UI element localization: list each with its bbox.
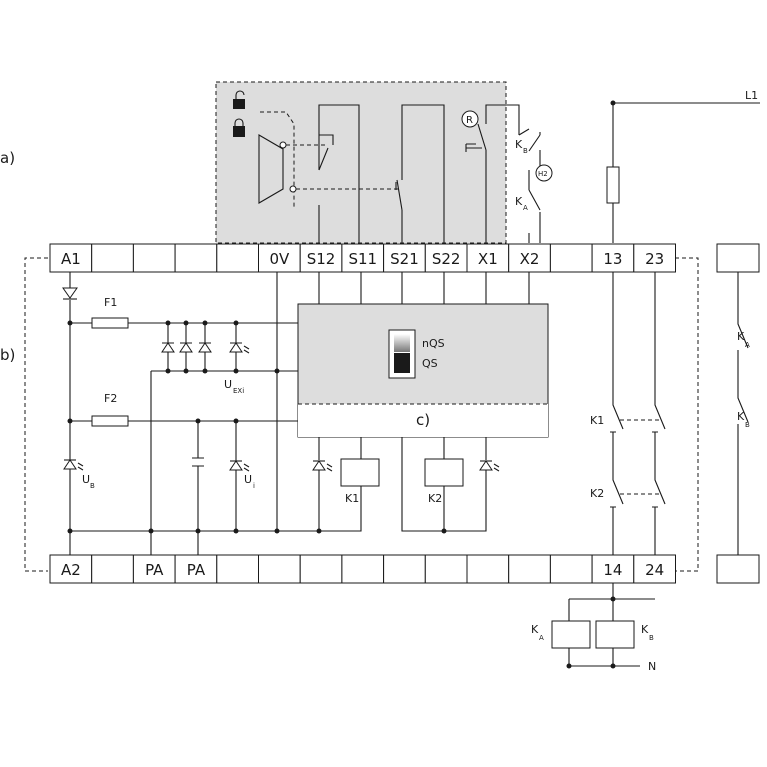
top-terminal-label: 23 [645,250,664,268]
relay-k1-label: K1 [345,492,359,505]
top-terminal-label: X2 [520,250,540,268]
top-terminal-6 [299,243,343,273]
top-terminal-10 [466,243,510,273]
top-terminal-strip: A1 0V S12 S11 S21 S22 X1 X2 13 23 [49,243,676,273]
relay-k2-label: K2 [428,492,442,505]
label-a: a) [0,149,15,167]
ka-label: K [515,195,523,208]
top-terminal-label: X1 [478,250,498,268]
bottom-terminal-10 [466,554,510,584]
bottom-terminal-label: 24 [645,561,664,579]
ui-sub: i [253,482,255,490]
top-terminal-5 [258,243,301,273]
top-terminal-14 [633,243,676,273]
bottom-terminal-14 [633,554,676,584]
svg-text:B: B [745,421,750,429]
top-terminal-9 [424,243,468,273]
bottom-terminal-label: PA [187,561,206,579]
contactor-kb [595,620,635,649]
top-terminal-8 [383,243,426,273]
kb-label: K [515,138,523,151]
bottom-terminal-11 [508,554,551,584]
external-module-bottom [716,554,760,584]
svg-text:K: K [641,623,649,636]
top-terminal-label: S22 [432,250,461,268]
qs-label: QS [422,357,438,370]
bottom-terminal-strip: A2 PA PA 14 24 [49,554,676,584]
top-terminal-1 [91,243,134,273]
external-module-top [716,243,760,273]
bottom-terminal-label: A2 [61,561,81,579]
svg-text:A: A [745,341,750,349]
bottom-terminal-4 [216,554,260,584]
bottom-terminal-label: PA [145,561,164,579]
fuse-f2-label: F2 [104,392,117,405]
svg-text:B: B [649,634,654,642]
door-actuator [258,111,398,208]
ub-label: U [82,473,90,486]
nqs-label: nQS [422,337,445,350]
bottom-terminal-0 [49,554,93,584]
bottom-terminal-1 [91,554,134,584]
contact-k2-label: K2 [590,487,604,500]
top-terminal-4 [216,243,260,273]
relay-k2 [424,458,464,487]
fuse-f1-label: F1 [104,296,117,309]
unlock-icon [233,90,245,109]
top-terminal-7 [341,243,385,273]
ka-sub: A [523,204,528,212]
svg-text:K: K [737,410,745,423]
output-fuse [606,166,620,204]
uexi-label: U [224,378,232,391]
top-terminal-2 [132,243,176,273]
lock-icon [233,118,245,137]
bottom-terminal-6 [299,554,343,584]
reset-label: R [466,115,473,126]
ub-sub: B [90,482,95,490]
bottom-terminal-2 [132,554,176,584]
channel-1-switch [318,104,360,243]
uexi-sub: EXi [233,387,244,395]
top-terminal-12 [549,243,593,273]
svg-text:A: A [539,634,544,642]
svg-text:K: K [737,330,745,343]
top-terminal-label: 0V [269,250,290,268]
power-section: F1 U EXi F2 U i U B [62,272,322,555]
reset-button: R [461,104,520,243]
bottom-terminal-8 [383,554,426,584]
relay-section: K1 K2 [312,437,500,534]
top-terminal-label: A1 [61,250,81,268]
output-contacts: L1 K1 K2 N K A K B [531,89,760,673]
supply-n-label: N [648,660,656,673]
top-terminal-label: 13 [603,250,622,268]
supply-l1-label: L1 [745,89,758,102]
top-terminal-label: S12 [307,250,336,268]
h2-label: H2 [538,170,548,178]
svg-text:K: K [531,623,539,636]
channel-2-switch [395,104,445,243]
bottom-terminal-7 [341,554,385,584]
external-relay-contacts: K A K B [737,272,750,555]
bottom-terminal-5 [258,554,301,584]
relay-k1 [340,458,380,487]
top-terminal-0 [49,243,93,273]
logic-label-c: c) [416,411,430,429]
feedback-contacts: H2 K B K A [515,128,553,243]
bottom-terminal-9 [424,554,468,584]
ui-label: U [244,473,252,486]
top-terminal-3 [174,243,218,273]
sensor-area [215,81,507,244]
bottom-terminal-12 [549,554,593,584]
qs-switch: nQS QS [388,329,445,379]
top-terminal-label: S11 [348,250,377,268]
top-terminal-label: S21 [390,250,419,268]
top-terminal-11 [508,243,551,273]
contactor-ka [551,620,591,649]
kb-sub: B [523,147,528,155]
label-b: b) [0,346,15,364]
contact-k1-label: K1 [590,414,604,427]
bottom-terminal-label: 14 [603,561,622,579]
